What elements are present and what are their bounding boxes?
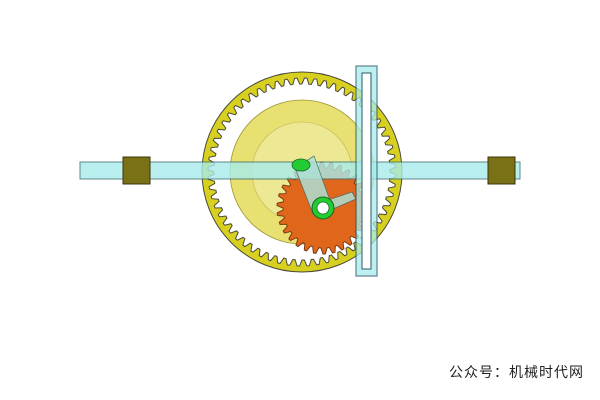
yoke-slot (361, 72, 372, 270)
slotted-yoke (355, 65, 378, 277)
center-pin (291, 158, 311, 172)
watermark-text: 公众号：机械时代网 (449, 365, 584, 381)
slider-guide-icon (487, 156, 516, 185)
planet-pin-core (316, 201, 330, 215)
slider-guide-icon (122, 156, 151, 185)
